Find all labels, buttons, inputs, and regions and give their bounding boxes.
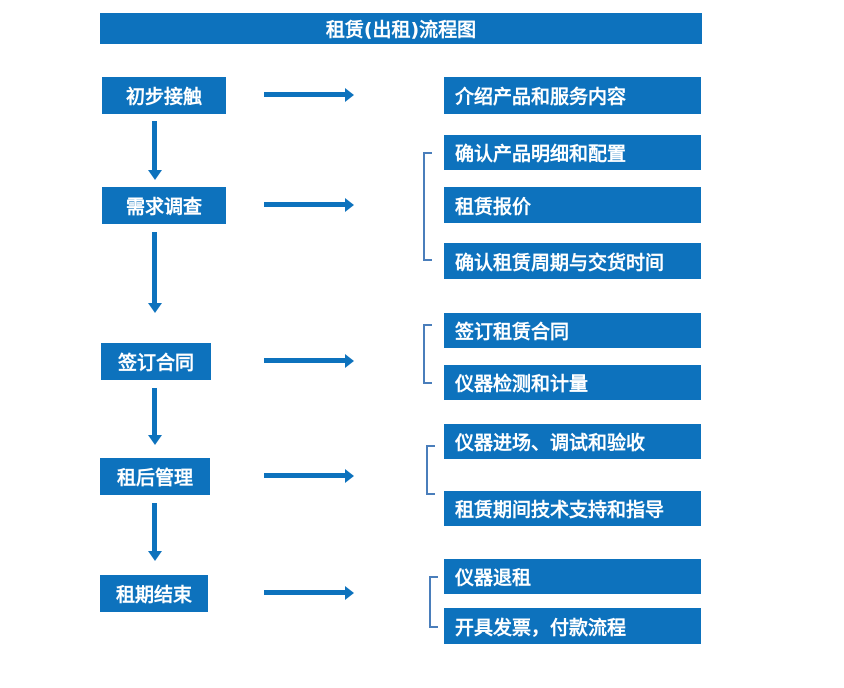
detail-box-introduce-products: 介绍产品和服务内容	[444, 77, 701, 114]
flow-arrow-down-icon	[148, 121, 162, 180]
stage-box-demand-survey: 需求调查	[102, 187, 226, 224]
flow-arrow-right-icon	[264, 469, 354, 483]
flow-arrow-down-icon	[148, 388, 162, 445]
detail-box-instrument-testing: 仪器检测和计量	[444, 365, 701, 400]
flowchart-title: 租赁(出租)流程图	[100, 13, 702, 44]
stage-box-initial-contact: 初步接触	[102, 77, 226, 114]
detail-box-tech-support: 租赁期间技术支持和指导	[444, 491, 701, 526]
group-bracket	[426, 445, 435, 495]
detail-box-confirm-product-spec: 确认产品明细和配置	[444, 135, 701, 170]
detail-box-invoice-payment: 开具发票，付款流程	[444, 608, 701, 644]
flow-arrow-down-icon	[148, 503, 162, 561]
group-bracket	[423, 324, 432, 384]
detail-box-sign-rental-contract: 签订租赁合同	[444, 313, 701, 348]
stage-box-post-rental-mgmt: 租后管理	[100, 458, 210, 495]
stage-box-sign-contract: 签订合同	[101, 343, 211, 380]
flow-arrow-down-icon	[148, 232, 162, 313]
flow-arrow-right-icon	[264, 354, 354, 368]
stage-box-rental-end: 租期结束	[100, 575, 208, 612]
flow-arrow-right-icon	[264, 88, 354, 102]
group-bracket	[423, 152, 432, 261]
detail-box-instrument-return: 仪器退租	[444, 559, 701, 594]
detail-box-rental-quote: 租赁报价	[444, 187, 701, 223]
detail-box-instrument-setup: 仪器进场、调试和验收	[444, 424, 701, 459]
group-bracket	[429, 576, 438, 628]
detail-box-confirm-period: 确认租赁周期与交货时间	[444, 243, 701, 279]
flow-arrow-right-icon	[264, 586, 354, 600]
flow-arrow-right-icon	[264, 198, 354, 212]
